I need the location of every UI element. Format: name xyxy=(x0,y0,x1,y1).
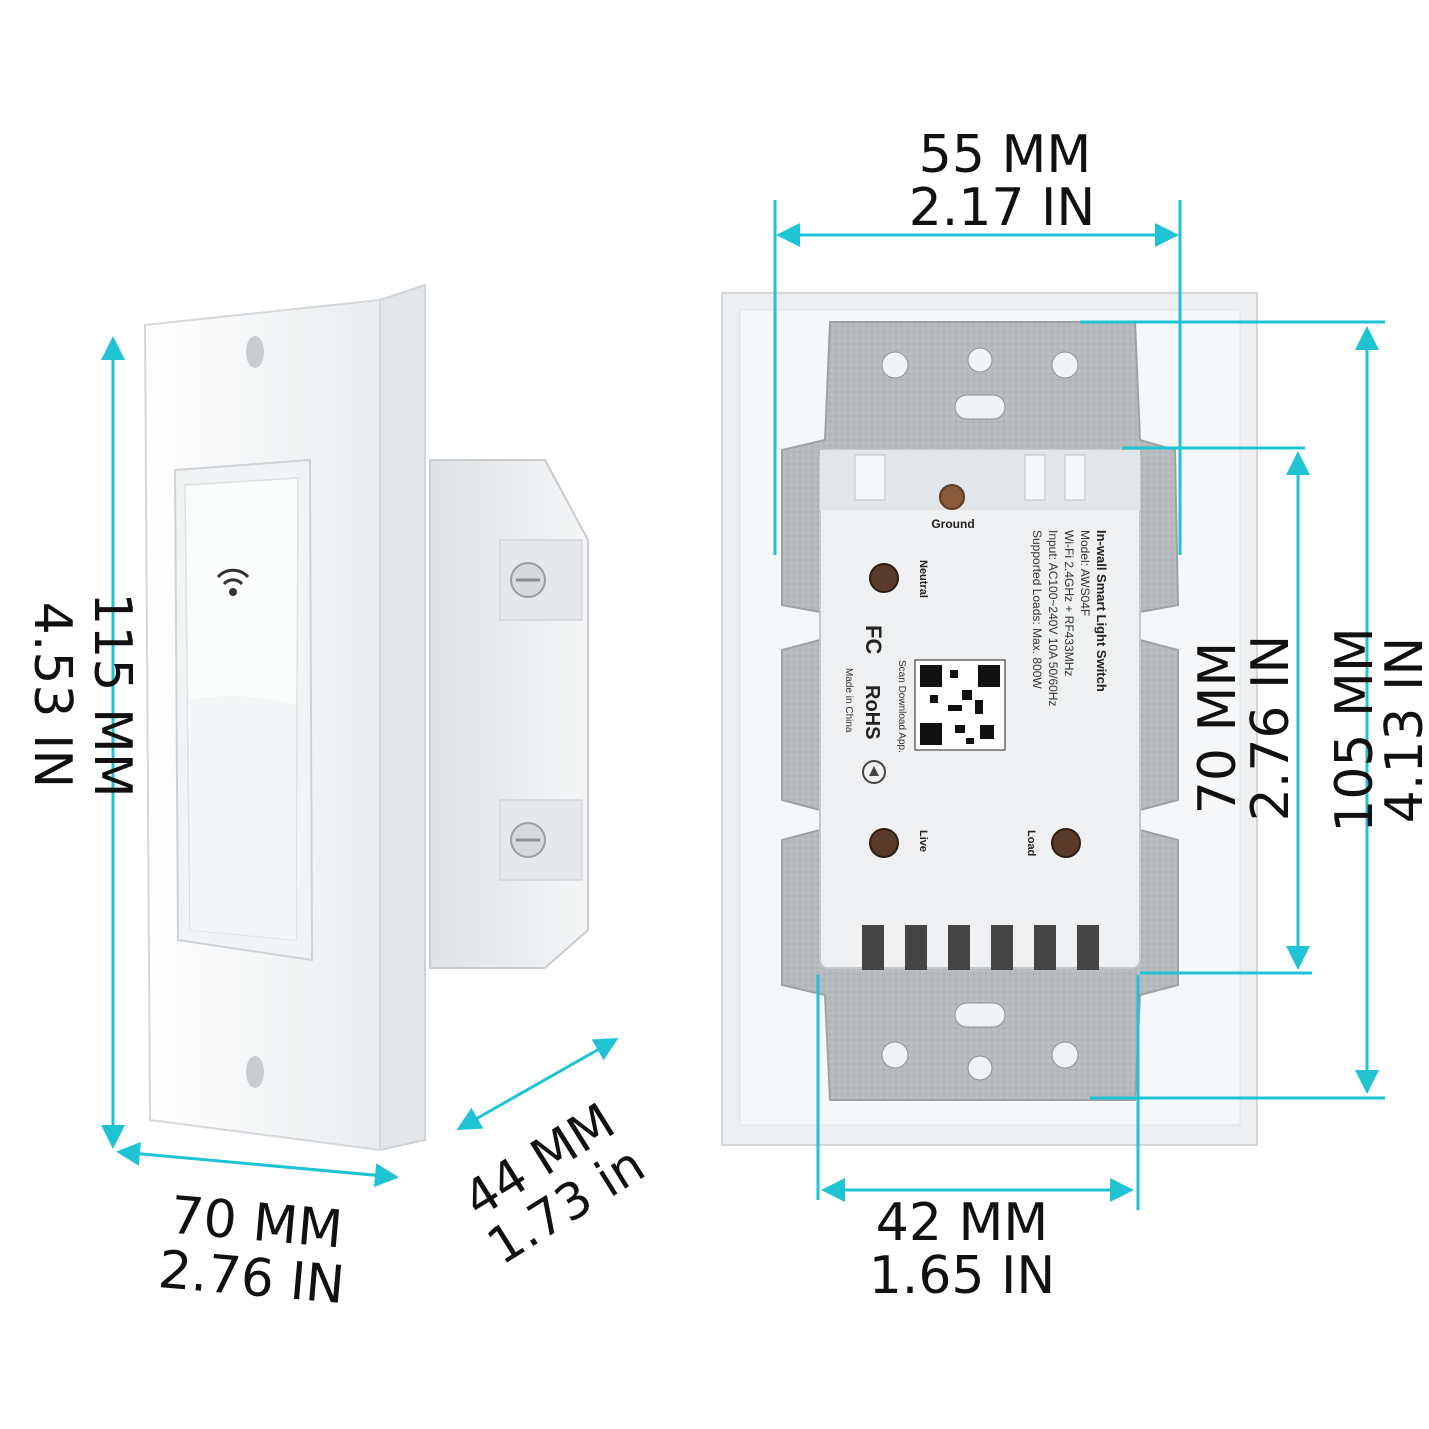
made-in-text: Made in China xyxy=(843,668,854,733)
product-loads: Supported Loads: Max. 800W xyxy=(1030,530,1044,689)
fcc-logo: FC xyxy=(861,625,886,654)
top-width-in-label: 2.17 IN xyxy=(909,178,1096,238)
product-label: In-wall Smart Light Switch Model: AWS04F… xyxy=(843,530,1109,784)
live-label: Live xyxy=(917,830,929,852)
scan-app-text: Scan Download App. xyxy=(896,660,907,753)
product-model: Model: AWS04F xyxy=(1078,530,1092,616)
width-mm-label: 70 MM xyxy=(168,1186,345,1261)
depth-dimension-line xyxy=(456,1038,619,1130)
rocker-switch[interactable] xyxy=(173,458,314,962)
plate-screw-hole-bottom xyxy=(246,1056,264,1088)
rohs-logo: RoHS xyxy=(861,685,883,739)
top-width-mm-label: 55 MM xyxy=(919,125,1091,185)
qr-code xyxy=(914,659,1006,751)
outer-height-mm-label: 105 MM xyxy=(1325,627,1385,833)
wifi-icon xyxy=(216,568,250,596)
outer-height-in-label: 4.13 IN xyxy=(1375,637,1429,824)
bottom-width-in-label: 1.65 IN xyxy=(869,1246,1056,1306)
recycle-icon xyxy=(862,760,886,784)
height-in-label: 4.53 IN xyxy=(22,602,82,789)
height-mm-label: 115 MM xyxy=(82,592,142,798)
switch-back-box xyxy=(429,459,589,969)
load-label: Load xyxy=(1025,830,1037,856)
product-wifi: Wi-Fi 2.4GHz + RF433MHz xyxy=(1062,530,1076,676)
product-title: In-wall Smart Light Switch xyxy=(1094,530,1109,692)
front-view: 115 MM 4.53 IN 70 MM 2.76 IN 44 MM 1.73 … xyxy=(22,283,655,1316)
live-terminal xyxy=(869,828,899,858)
product-input: Input: AC100~240V 10A 50/60Hz xyxy=(1046,530,1060,706)
inner-height-in-label: 2.76 IN xyxy=(1241,635,1301,822)
ground-label: Ground xyxy=(931,517,974,531)
load-terminal xyxy=(1051,828,1081,858)
back-view: Ground Neutral Live Load In-wall Smart L… xyxy=(721,125,1429,1306)
inner-height-mm-label: 70 MM xyxy=(1188,642,1248,814)
plate-screw-hole-top xyxy=(246,336,264,368)
neutral-label: Neutral xyxy=(917,560,929,598)
bottom-width-mm-label: 42 MM xyxy=(876,1193,1048,1253)
vent-slots xyxy=(862,925,1099,970)
ground-terminal xyxy=(939,484,965,510)
neutral-terminal xyxy=(869,563,899,593)
width-dimension-line xyxy=(116,1141,399,1188)
